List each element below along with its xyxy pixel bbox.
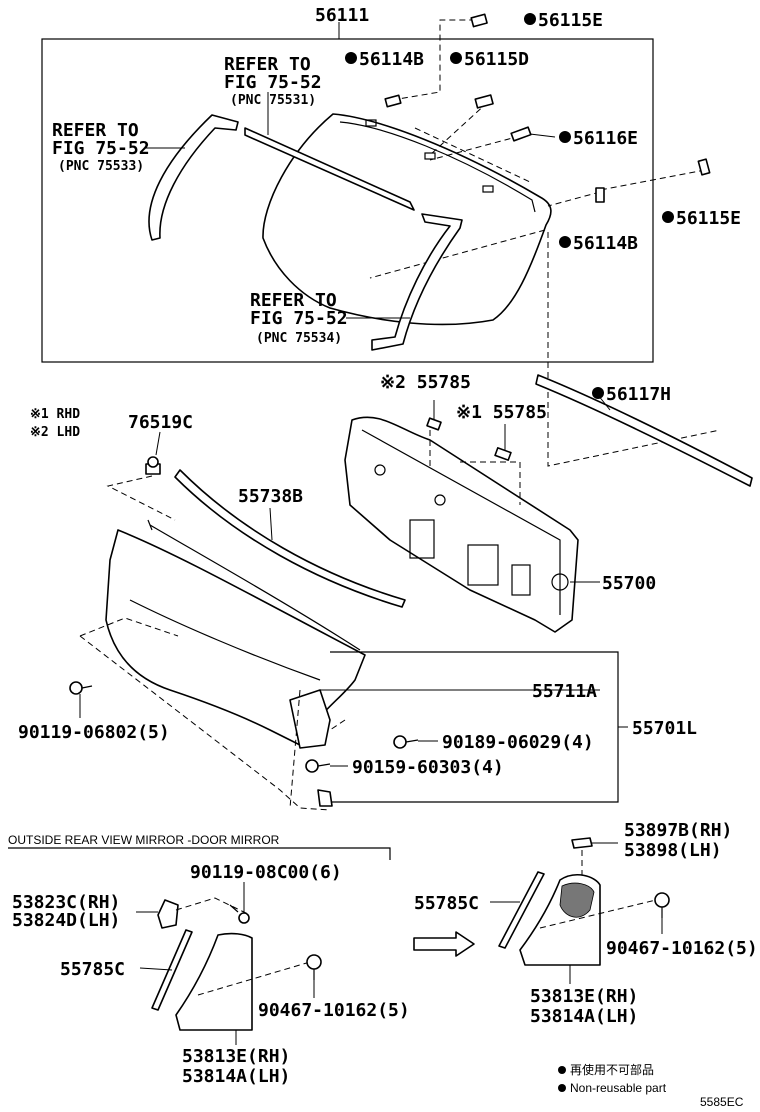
label-55785-rhd: ※1 55785	[456, 402, 547, 423]
right-pillar-molding	[371, 213, 463, 351]
nonreusable-marker	[524, 13, 536, 25]
nonreusable-marker	[559, 131, 571, 143]
refer-75534-line2: FIG 75-52	[250, 308, 348, 329]
label-53814a-left: 53814A(LH)	[182, 1066, 290, 1087]
label-56115e-top: 56115E	[538, 10, 603, 31]
refer-75534-line3: (PNC 75534)	[256, 331, 342, 346]
legend-cn: 再使用不可部品	[570, 1062, 654, 1077]
clip-76519c	[145, 456, 161, 475]
top-molding	[244, 127, 415, 211]
bracket-53823c	[157, 899, 179, 929]
label-55738b: 55738B	[238, 486, 303, 507]
legend-marker	[558, 1084, 566, 1092]
section-title-mirror: OUTSIDE REAR VIEW MIRROR -DOOR MIRROR	[8, 833, 280, 847]
label-53823c: 53823C(RH)	[12, 892, 120, 913]
nonreusable-marker	[662, 211, 674, 223]
label-55785c-right: 55785C	[414, 893, 479, 914]
clip-56116e	[510, 126, 532, 142]
windshield-group-frame	[41, 38, 654, 363]
label-90467-left: 90467-10162(5)	[258, 1000, 410, 1021]
refer-75531-line1: REFER TO	[224, 54, 311, 75]
refer-75533-line2: FIG 75-52	[52, 138, 150, 159]
refer-75531-line2: FIG 75-52	[224, 72, 322, 93]
bolt-90119-08c00	[229, 904, 250, 924]
transition-arrow	[413, 931, 475, 957]
bolt-90119-06802	[69, 681, 93, 695]
label-90159-60303: 90159-60303(4)	[352, 757, 504, 778]
label-53814a-right: 53814A(LH)	[530, 1006, 638, 1027]
clip-56114b-top	[384, 94, 402, 108]
label-53898: 53898(LH)	[624, 840, 722, 861]
label-56114b-top: 56114B	[359, 49, 424, 70]
label-76519c: 76519C	[128, 412, 193, 433]
weatherstrip-55738b	[174, 469, 406, 608]
nut-90159-60303	[305, 759, 331, 773]
mirror-section	[8, 837, 670, 1045]
cover-53813e-left	[175, 932, 253, 1031]
label-90119-06802: 90119-06802(5)	[18, 722, 170, 743]
label-53897b: 53897B(RH)	[624, 820, 732, 841]
label-56111: 56111	[315, 5, 369, 26]
note-rhd: ※1 RHD	[30, 407, 80, 422]
clip-56115e-right	[697, 158, 711, 176]
left-pillar-molding	[148, 114, 239, 241]
clip-56114b-right	[595, 187, 605, 203]
figure-code: 5585EC	[700, 1095, 744, 1109]
cowl-panel-group	[69, 374, 753, 811]
label-90189-06029: 90189-06029(4)	[442, 732, 594, 753]
clip-56115e-top	[470, 13, 488, 28]
legend-marker	[558, 1066, 566, 1074]
label-53824d: 53824D(LH)	[12, 910, 120, 931]
refer-75533-line3: (PNC 75533)	[58, 159, 144, 174]
label-56116e: 56116E	[573, 128, 638, 149]
label-55785-lhd: ※2 55785	[380, 372, 471, 393]
refer-75534-line1: REFER TO	[250, 290, 337, 311]
windshield-group	[41, 13, 721, 467]
nonreusable-marker	[559, 236, 571, 248]
label-55700: 55700	[602, 573, 656, 594]
label-90119-08c00: 90119-08C00(6)	[190, 862, 342, 883]
label-55711a: 55711A	[532, 681, 597, 702]
strip-55785c-right	[498, 871, 545, 949]
legend-en: Non-reusable part	[570, 1081, 667, 1095]
nonreusable-marker	[450, 52, 462, 64]
label-53813e-right: 53813E(RH)	[530, 986, 638, 1007]
cowl-top-panel-55700	[344, 416, 579, 633]
clip-56115d	[474, 94, 494, 109]
note-lhd: ※2 LHD	[30, 425, 80, 440]
nonreusable-marker	[345, 52, 357, 64]
label-56115d: 56115D	[464, 49, 529, 70]
label-56114b-right: 56114B	[573, 233, 638, 254]
label-56117h: 56117H	[606, 384, 671, 405]
refer-75533-line1: REFER TO	[52, 120, 139, 141]
refer-75531-line3: (PNC 75531)	[230, 93, 316, 108]
label-56115e-right: 56115E	[676, 208, 741, 229]
nonreusable-marker	[592, 387, 604, 399]
cap-53897b	[571, 837, 593, 849]
label-53813e-left: 53813E(RH)	[182, 1046, 290, 1067]
seal-55785-rhd	[494, 447, 512, 461]
bracket-clip	[317, 789, 333, 807]
label-55785c-left: 55785C	[60, 959, 125, 980]
seal-55785-lhd	[426, 417, 442, 431]
label-55701l: 55701L	[632, 718, 697, 739]
screw-90189-06029	[393, 735, 419, 749]
windshield-glass	[262, 113, 552, 326]
label-90467-right: 90467-10162(5)	[606, 938, 758, 959]
